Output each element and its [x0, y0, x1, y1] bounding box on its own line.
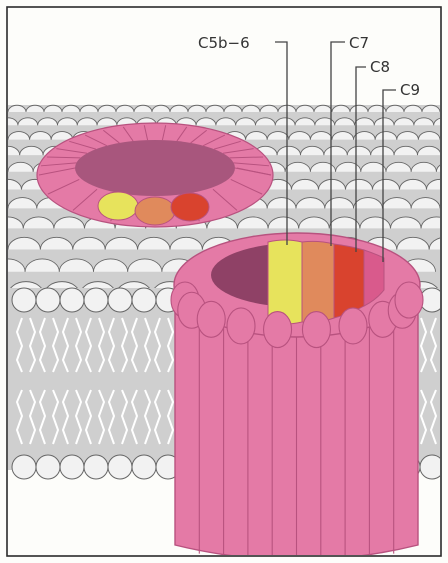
headgroup-upper: [12, 288, 36, 312]
headgroup-upper: [36, 288, 60, 312]
headgroup-upper: [108, 288, 132, 312]
label-c7: C7: [349, 34, 369, 52]
headgroup-lower: [132, 455, 156, 479]
distant-pore-opening: [75, 140, 235, 196]
pore-rim-bead: [302, 312, 330, 348]
pore-c7-subunit: [302, 241, 334, 322]
pore-c5b6-subunit: [268, 240, 302, 324]
distant-c5b6-segment: [98, 192, 138, 220]
foreground-pore: [171, 233, 423, 563]
headgroup-upper: [132, 288, 156, 312]
headgroup-lower: [108, 455, 132, 479]
pore-rim-bead: [339, 308, 367, 344]
pore-rim-bead: [395, 282, 423, 318]
pore-c8-subunit: [334, 244, 364, 318]
pore-rim-bead: [227, 308, 255, 344]
distant-c7-segment: [135, 197, 175, 225]
pore-rim-bead: [264, 312, 292, 348]
headgroup-upper: [84, 288, 108, 312]
label-c8: C8: [370, 58, 390, 76]
label-c9: C9: [400, 81, 420, 99]
label-c5b6: C5b−6: [198, 34, 250, 52]
headgroup-upper: [60, 288, 84, 312]
headgroup-lower: [36, 455, 60, 479]
headgroup-lower: [12, 455, 36, 479]
headgroup-lower: [60, 455, 84, 479]
pore-rim-bead: [197, 301, 225, 337]
distant-pore: [37, 123, 273, 227]
distant-c8-segment: [171, 193, 209, 221]
headgroup-lower: [84, 455, 108, 479]
